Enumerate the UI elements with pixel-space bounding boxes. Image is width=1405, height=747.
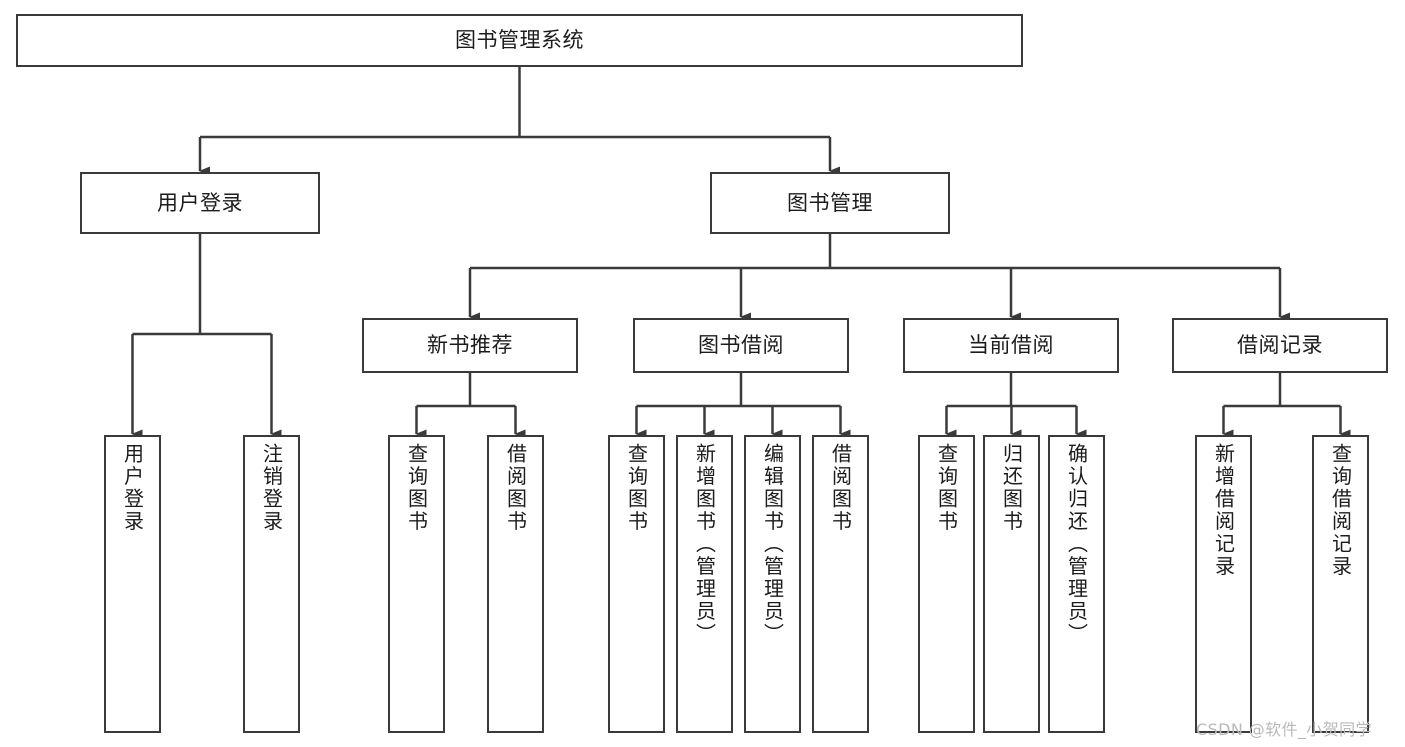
node-label-book-manage: 图书管理: [787, 190, 873, 215]
node-leaf-rec-query-book[interactable]: 查询图书: [388, 435, 445, 733]
node-leaf-bb-add-book[interactable]: 新增图书（管理员）: [676, 435, 733, 733]
node-leaf-bb-borrow-book[interactable]: 借阅图书: [812, 435, 869, 733]
node-label-leaf-cb-confirm-return: 确认归还（管理员）: [1064, 443, 1089, 646]
edges-group: [131, 67, 1351, 439]
node-leaf-user-login[interactable]: 用户登录: [104, 435, 161, 733]
node-label-leaf-user-logout: 注销登录: [259, 443, 284, 533]
node-label-leaf-cb-query-book: 查询图书: [934, 443, 959, 533]
node-label-leaf-rec-query-book: 查询图书: [404, 443, 429, 533]
node-label-user-login: 用户登录: [157, 190, 243, 215]
node-user-login[interactable]: 用户登录: [80, 172, 320, 234]
node-leaf-rec-borrow-book[interactable]: 借阅图书: [487, 435, 544, 733]
node-book-manage[interactable]: 图书管理: [710, 172, 950, 234]
node-label-current-borrow: 当前借阅: [968, 333, 1054, 358]
node-new-book-rec[interactable]: 新书推荐: [362, 318, 578, 373]
node-label-borrow-record: 借阅记录: [1237, 333, 1323, 358]
node-leaf-br-add-record[interactable]: 新增借阅记录: [1195, 435, 1252, 733]
node-leaf-cb-confirm-return[interactable]: 确认归还（管理员）: [1048, 435, 1105, 733]
node-label-leaf-user-login: 用户登录: [120, 443, 145, 533]
node-label-leaf-bb-add-book: 新增图书（管理员）: [692, 443, 717, 646]
node-label-leaf-bb-borrow-book: 借阅图书: [828, 443, 853, 533]
node-label-root: 图书管理系统: [455, 28, 584, 53]
node-root[interactable]: 图书管理系统: [16, 14, 1023, 67]
node-label-new-book-rec: 新书推荐: [427, 333, 513, 358]
node-borrow-record[interactable]: 借阅记录: [1172, 318, 1388, 373]
node-label-leaf-rec-borrow-book: 借阅图书: [503, 443, 528, 533]
node-leaf-bb-query-book[interactable]: 查询图书: [608, 435, 665, 733]
node-book-borrow[interactable]: 图书借阅: [633, 318, 849, 373]
node-label-leaf-br-query-record: 查询借阅记录: [1328, 443, 1353, 578]
node-leaf-br-query-record[interactable]: 查询借阅记录: [1312, 435, 1369, 733]
node-leaf-cb-query-book[interactable]: 查询图书: [918, 435, 975, 733]
node-label-leaf-br-add-record: 新增借阅记录: [1211, 443, 1236, 578]
node-label-book-borrow: 图书借阅: [698, 333, 784, 358]
node-leaf-bb-edit-book[interactable]: 编辑图书（管理员）: [744, 435, 801, 733]
node-leaf-user-logout[interactable]: 注销登录: [243, 435, 300, 733]
node-label-leaf-cb-return-book: 归还图书: [999, 443, 1024, 533]
node-leaf-cb-return-book[interactable]: 归还图书: [983, 435, 1040, 733]
node-current-borrow[interactable]: 当前借阅: [903, 318, 1119, 373]
node-label-leaf-bb-edit-book: 编辑图书（管理员）: [760, 443, 785, 646]
node-label-leaf-bb-query-book: 查询图书: [624, 443, 649, 533]
